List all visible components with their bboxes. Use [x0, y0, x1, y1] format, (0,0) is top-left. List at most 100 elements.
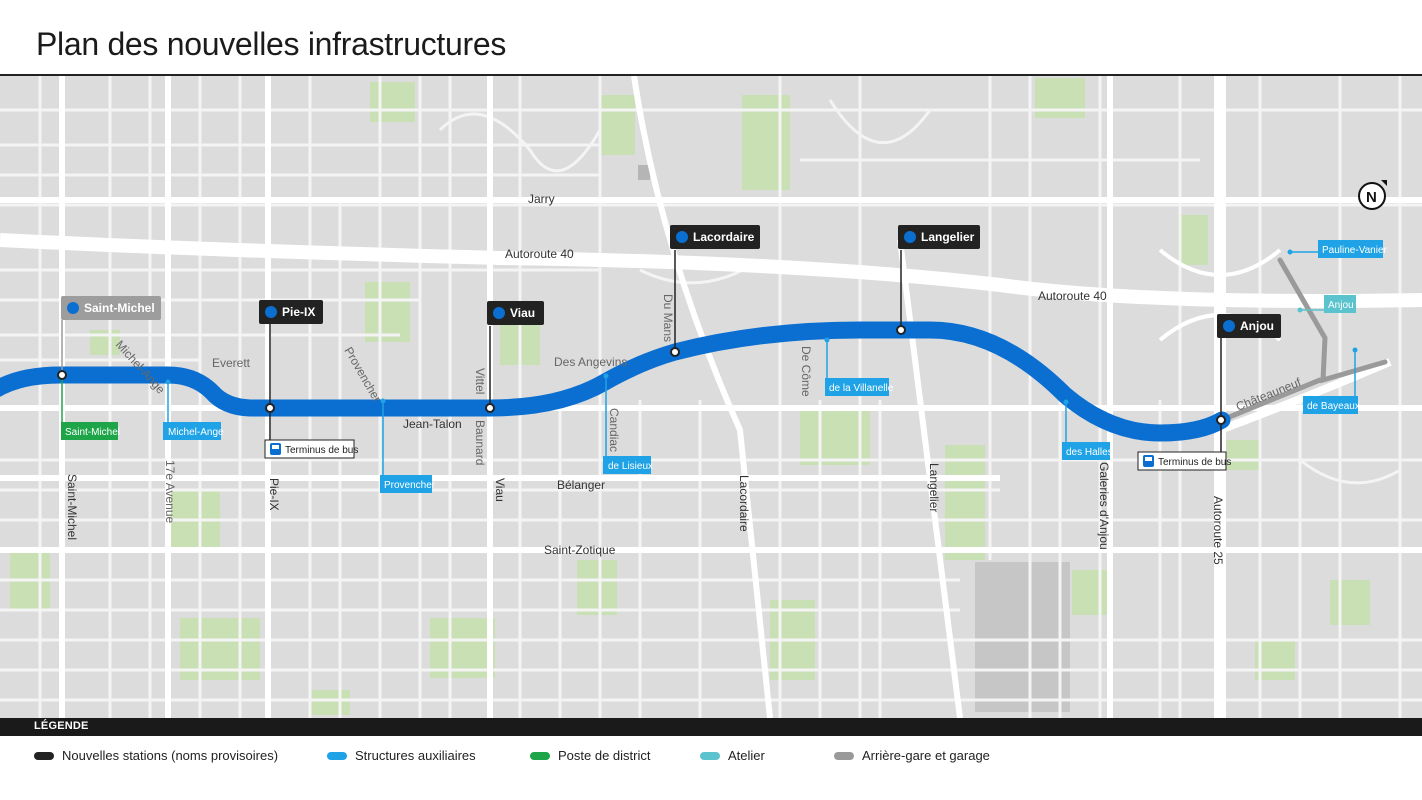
- legend: Nouvelles stations (noms provisoires) St…: [0, 736, 1422, 800]
- page-title: Plan des nouvelles infrastructures: [36, 26, 507, 62]
- legend-label-stations: Nouvelles stations (noms provisoires): [62, 748, 279, 763]
- bus-terminus-anjou[interactable]: Terminus de bus: [1137, 451, 1231, 471]
- auxiliary-dots: [165, 249, 1358, 405]
- autoroute-40: [0, 233, 1422, 308]
- auxiliary-michel-ange[interactable]: Michel-Ange: [163, 422, 224, 440]
- park: [577, 560, 617, 615]
- street-lacordaire: Lacordaire: [737, 475, 751, 532]
- street-langelier: Langelier: [927, 463, 941, 512]
- park: [1330, 580, 1370, 625]
- station-pie-ix[interactable]: Pie-IX: [259, 300, 323, 324]
- station-dots: [57, 325, 1226, 425]
- street-autoroute40-east: Autoroute 40: [1038, 289, 1107, 303]
- legend-swatch-auxiliary: [327, 751, 347, 760]
- north-arrow-icon: N: [1358, 180, 1387, 210]
- auxiliary-de-bayeaux[interactable]: de Bayeaux: [1303, 396, 1360, 414]
- street-de-come: De Côme: [799, 346, 813, 397]
- auxiliary-des-halles[interactable]: des Halles: [1062, 442, 1113, 460]
- street-provencher: Provencher: [341, 345, 384, 405]
- park: [1225, 440, 1260, 470]
- auxiliary-label-de-bayeaux: de Bayeaux: [1307, 401, 1360, 412]
- bus-terminus-pie-ix[interactable]: Terminus de bus: [264, 439, 358, 459]
- park: [1255, 640, 1295, 680]
- street-17e-avenue: 17e Avenue: [163, 460, 177, 524]
- street-baunard: Baunard: [473, 420, 487, 465]
- park: [1178, 215, 1208, 265]
- park: [600, 95, 635, 155]
- bus-label-pie-ix: Terminus de bus: [285, 445, 358, 456]
- bus-terminus: Terminus de bus Terminus de bus: [264, 439, 1231, 471]
- legend-item-garage: Arrière-gare et garage: [834, 748, 990, 763]
- legend-swatch-district: [530, 751, 550, 760]
- park: [1072, 570, 1112, 615]
- title-divider: [0, 74, 1422, 76]
- auxiliary-pauline-vanier[interactable]: Pauline-Vanier: [1318, 240, 1388, 258]
- bus-label-anjou: Terminus de bus: [1158, 457, 1231, 468]
- north-arrow: N: [1356, 178, 1390, 212]
- park: [310, 690, 350, 715]
- legend-item-district: Poste de district: [530, 748, 651, 763]
- station-labels: Saint-Michel Pie-IX Viau Lacordaire: [61, 225, 1281, 338]
- tail-track: [1219, 377, 1323, 423]
- park: [945, 445, 985, 560]
- station-leaders: [269, 250, 1222, 452]
- station-label-langelier: Langelier: [921, 230, 975, 244]
- street-belanger: Bélanger: [557, 478, 605, 492]
- auxiliary-labels: Saint-Michel Michel-Ange Provencher de L…: [61, 240, 1388, 493]
- station-label-lacordaire: Lacordaire: [693, 230, 755, 244]
- legend-label-auxiliary: Structures auxiliaires: [355, 748, 476, 763]
- auxiliary-de-la-villanelle[interactable]: de la Villanelle: [825, 378, 894, 396]
- auxiliary-label-provencher: Provencher: [384, 480, 436, 491]
- station-label-pie-ix: Pie-IX: [282, 305, 315, 319]
- workshop-label-anjou: Anjou: [1328, 300, 1354, 311]
- station-saint-michel[interactable]: Saint-Michel: [61, 296, 161, 320]
- street-pie-ix: Pie-IX: [267, 478, 281, 511]
- street-vittel: Vittel: [473, 368, 487, 394]
- legend-item-stations: Nouvelles stations (noms provisoires): [34, 748, 278, 763]
- legend-swatch-stations: [34, 751, 54, 760]
- chateauneuf-road: [1218, 358, 1392, 434]
- workshop-anjou[interactable]: Anjou: [1324, 295, 1356, 313]
- map[interactable]: Jarry Autoroute 40 Autoroute 40 Michel-A…: [0, 76, 1422, 718]
- legend-header: LÉGENDE: [0, 718, 1422, 736]
- interchange: [1158, 248, 1282, 277]
- auxiliary-label-des-halles: des Halles: [1066, 447, 1113, 458]
- street-jean-talon: Jean-Talon: [403, 417, 462, 431]
- street-du-mans: Du Mans: [661, 294, 675, 342]
- minor-streets: [0, 76, 1422, 718]
- legend-swatch-workshop: [700, 751, 720, 760]
- street-everett: Everett: [212, 356, 251, 370]
- station-langelier[interactable]: Langelier: [898, 225, 980, 249]
- legend-item-auxiliary: Structures auxiliaires: [327, 748, 476, 763]
- bus-icon-window: [272, 445, 279, 449]
- street-autoroute-25: Autoroute 25: [1211, 496, 1225, 565]
- street-autoroute40-west: Autoroute 40: [505, 247, 574, 261]
- street-galeries-d-anjou: Galeries d'Anjou: [1097, 462, 1111, 550]
- bus-icon-window: [1145, 457, 1152, 461]
- auxiliary-provencher[interactable]: Provencher: [380, 475, 436, 493]
- auxiliary-de-lisieux[interactable]: de Lisieux: [603, 456, 653, 474]
- park: [800, 410, 870, 465]
- station-viau[interactable]: Viau: [487, 301, 544, 325]
- park: [430, 618, 495, 678]
- auxiliary-leaders: [167, 251, 1356, 476]
- street-saint-michel: Saint-Michel: [65, 474, 79, 540]
- street-jarry: Jarry: [528, 192, 555, 206]
- street-viau: Viau: [493, 478, 507, 502]
- legend-label-workshop: Atelier: [728, 748, 765, 763]
- station-anjou[interactable]: Anjou: [1217, 314, 1281, 338]
- station-lacordaire[interactable]: Lacordaire: [670, 225, 760, 249]
- legend-label-district: Poste de district: [558, 748, 651, 763]
- north-label: N: [1366, 189, 1377, 206]
- legend-item-workshop: Atelier: [700, 748, 765, 763]
- station-label-saint-michel: Saint-Michel: [84, 301, 155, 315]
- auxiliary-label-de-lisieux: de Lisieux: [608, 461, 653, 472]
- district-label-saint-michel: Saint-Michel: [65, 427, 120, 438]
- auxiliary-label-pauline-vanier: Pauline-Vanier: [1322, 245, 1388, 256]
- station-label-viau: Viau: [510, 306, 535, 320]
- workshop-dot: [1297, 307, 1303, 313]
- legend-heading: LÉGENDE: [34, 720, 89, 732]
- legend-label-garage: Arrière-gare et garage: [862, 748, 990, 763]
- district-saint-michel[interactable]: Saint-Michel: [61, 422, 120, 440]
